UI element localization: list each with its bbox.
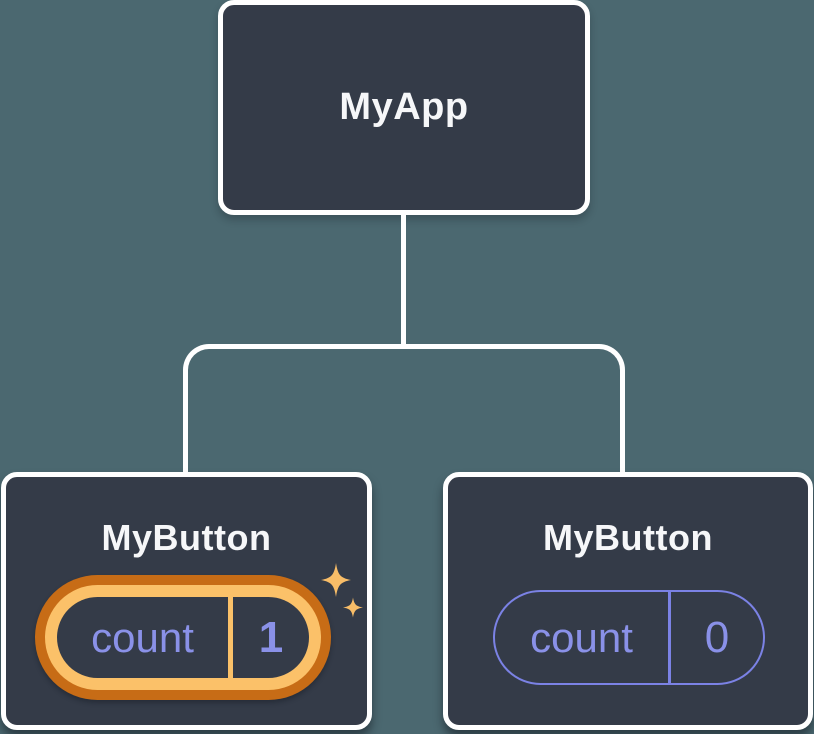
- connector-stem: [401, 215, 406, 344]
- component-label-mybutton-left: MyButton: [101, 517, 272, 558]
- component-node-mybutton-right: MyButton count 0: [443, 472, 813, 730]
- state-name-label: count: [91, 613, 194, 661]
- state-name-label: count: [530, 613, 633, 661]
- state-pill-highlighted: count 1: [35, 575, 331, 700]
- sparkles-icon: [321, 563, 363, 618]
- state-pill-body: count 1: [57, 597, 309, 678]
- component-node-mybutton-left: MyButton count 1: [1, 472, 372, 730]
- state-pill-divider: [228, 597, 233, 678]
- state-name-cell: count: [495, 592, 668, 683]
- state-value-label: 0: [704, 612, 730, 662]
- state-name-cell: count: [57, 597, 228, 678]
- state-value-label: 1: [258, 612, 284, 662]
- state-pill-highlight-ring: count 1: [45, 585, 321, 690]
- component-label-myapp: MyApp: [339, 86, 469, 128]
- connector-bracket: [183, 344, 625, 472]
- state-pill-divider: [668, 592, 671, 683]
- state-pill-plain: count 0: [493, 590, 765, 685]
- component-label-mybutton-right: MyButton: [543, 517, 713, 558]
- state-value-cell: 1: [233, 597, 309, 678]
- component-node-myapp: MyApp: [218, 0, 590, 215]
- state-value-cell: 0: [671, 592, 763, 683]
